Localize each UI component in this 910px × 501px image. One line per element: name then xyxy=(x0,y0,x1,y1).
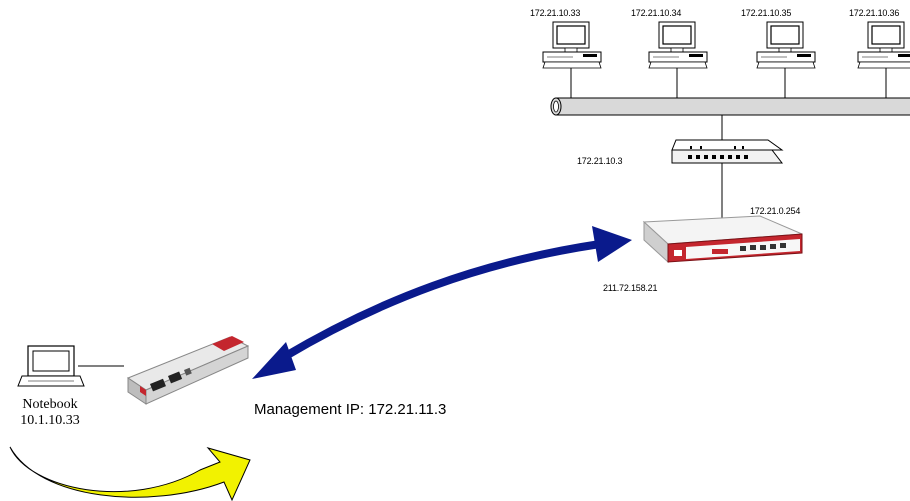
local-access-arrow xyxy=(10,447,250,500)
pc-icon xyxy=(543,22,601,68)
host-ip-label: 172.21.10.36 xyxy=(849,8,899,18)
lan-bus xyxy=(551,98,910,115)
pc-icon xyxy=(858,22,910,68)
notebook-name-label: Notebook xyxy=(12,397,88,412)
tunnel-arrow xyxy=(252,226,632,379)
pc-icon xyxy=(757,22,815,68)
host-ip-label: 172.21.10.33 xyxy=(530,8,580,18)
gateway-firewall-icon xyxy=(644,216,802,262)
host-links xyxy=(571,67,886,98)
switch-icon xyxy=(672,140,782,163)
gateway-lan-ip-label: 172.21.0.254 xyxy=(750,206,800,216)
management-ip-label: Management IP: 172.21.11.3 xyxy=(254,401,446,418)
notebook-icon xyxy=(18,346,84,386)
switch-ip-label: 172.21.10.3 xyxy=(577,156,622,166)
host-ip-label: 172.21.10.35 xyxy=(741,8,791,18)
host-ip-label: 172.21.10.34 xyxy=(631,8,681,18)
pc-icon xyxy=(649,22,707,68)
remote-device-icon xyxy=(128,336,248,404)
gateway-wan-ip-label: 211.72.158.21 xyxy=(603,283,657,293)
notebook-ip-label: 10.1.10.33 xyxy=(8,413,92,428)
